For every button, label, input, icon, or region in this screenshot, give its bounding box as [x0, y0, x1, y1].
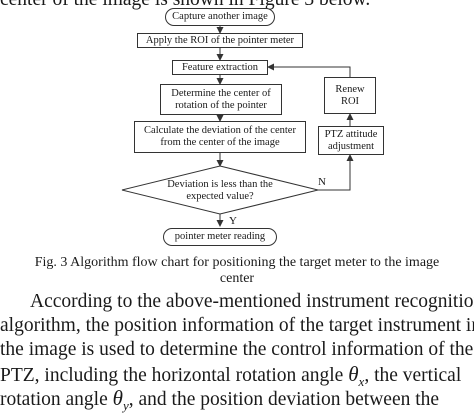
node-renew-label-2: ROI: [340, 95, 360, 107]
theta-x-subscript: x: [358, 373, 365, 389]
node-feature-extraction: Feature extraction: [172, 60, 268, 75]
decision-label-2: expected value?: [186, 191, 254, 202]
decision-diamond: [121, 165, 319, 215]
node-reading-label: pointer meter reading: [174, 231, 266, 242]
node-determine-label-2: rotation of the pointer: [175, 99, 267, 111]
arrow-decision-to-ptz: [318, 154, 354, 191]
theta-x-symbol: θ: [348, 362, 359, 386]
node-pointer-reading: pointer meter reading: [163, 228, 277, 246]
top-text-line: center of the image is shown in Figure 3…: [0, 0, 474, 13]
node-determine-label-1: Determine the center of: [171, 87, 271, 99]
node-determine-center: Determine the center of rotation of the …: [160, 84, 282, 115]
node-ptz-adjustment: PTZ attitude adjustment: [318, 126, 384, 155]
node-calculate-deviation: Calculate the deviation of the center fr…: [134, 121, 306, 153]
decision-text: Deviation is less than the expected valu…: [150, 179, 290, 203]
node-ptz-label-2: adjustment: [327, 140, 375, 152]
theta-y-symbol: θ: [112, 386, 123, 410]
node-apply-roi: Apply the ROI of the pointer meter: [137, 33, 303, 48]
node-apply-roi-label: Apply the ROI of the pointer meter: [145, 34, 295, 46]
body-line-1: According to the above-mentioned instrum…: [30, 291, 474, 312]
theta-y-subscript: y: [122, 397, 129, 413]
node-ptz-label-1: PTZ attitude: [324, 128, 378, 140]
body-line-2: algorithm, the position information of t…: [0, 315, 474, 336]
node-feature-label: Feature extraction: [181, 61, 259, 73]
node-calc-label-1: Calculate the deviation of the center: [144, 125, 296, 136]
node-capture-label: Capture another image: [172, 11, 268, 22]
label-no: N: [318, 176, 326, 188]
body-line-3: the image is used to determine the contr…: [0, 339, 474, 360]
node-capture: Capture another image: [165, 8, 275, 26]
arrow-renew-to-feature: [267, 63, 351, 77]
node-renew-label-1: Renew: [335, 83, 365, 95]
figure-caption-line-1: Fig. 3 Algorithm flow chart for position…: [34, 255, 440, 270]
label-yes: Y: [229, 215, 237, 227]
body-line-4: PTZ, including the horizontal rotation a…: [0, 362, 462, 389]
body-line-5: rotation angle θy, and the position devi…: [0, 386, 440, 413]
node-renew-roi: Renew ROI: [324, 77, 376, 114]
decision-label-1: Deviation is less than the: [167, 179, 273, 190]
flowchart-connectors: [121, 26, 354, 227]
figure-caption-line-2: center: [219, 271, 255, 286]
node-calc-label-2: from the center of the image: [160, 137, 280, 148]
